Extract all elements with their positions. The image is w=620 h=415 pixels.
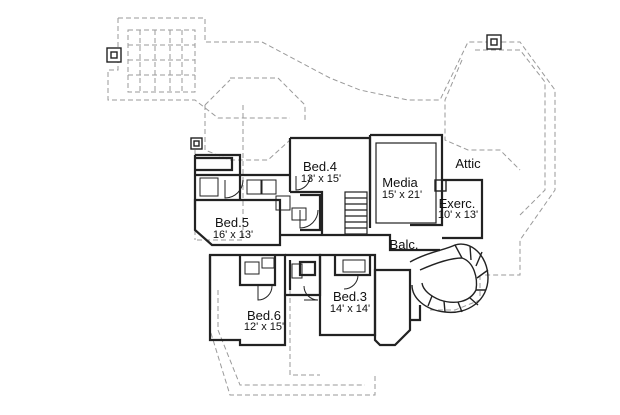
exerc-dims: 10' x 13'	[438, 209, 478, 221]
media-dims: 15' x 21'	[382, 189, 422, 201]
exerc-name: Exerc.	[439, 196, 476, 211]
media-name: Media	[382, 175, 418, 190]
fixtures	[199, 175, 366, 301]
attic-name: Attic	[455, 156, 481, 171]
bed6-dims: 12' x 15'	[244, 321, 284, 333]
column-markers	[106, 34, 502, 192]
walls	[193, 133, 484, 347]
spiral-stair	[409, 243, 489, 314]
bed3-dims: 14' x 14'	[330, 303, 370, 315]
straight-stair	[344, 191, 368, 235]
bed5-name: Bed.5	[215, 215, 249, 230]
bed3-name: Bed.3	[333, 289, 367, 304]
bed5-dims: 16' x 13'	[213, 229, 253, 241]
roof-outlines	[107, 17, 556, 396]
room-labels: Bed.4 13' x 15' Media 15' x 21' Attic Ex…	[213, 156, 481, 333]
balc-name: Balc.	[390, 237, 419, 252]
bed4-dims: 13' x 15'	[301, 173, 341, 185]
bed6-name: Bed.6	[247, 308, 281, 323]
bed4-name: Bed.4	[303, 159, 337, 174]
